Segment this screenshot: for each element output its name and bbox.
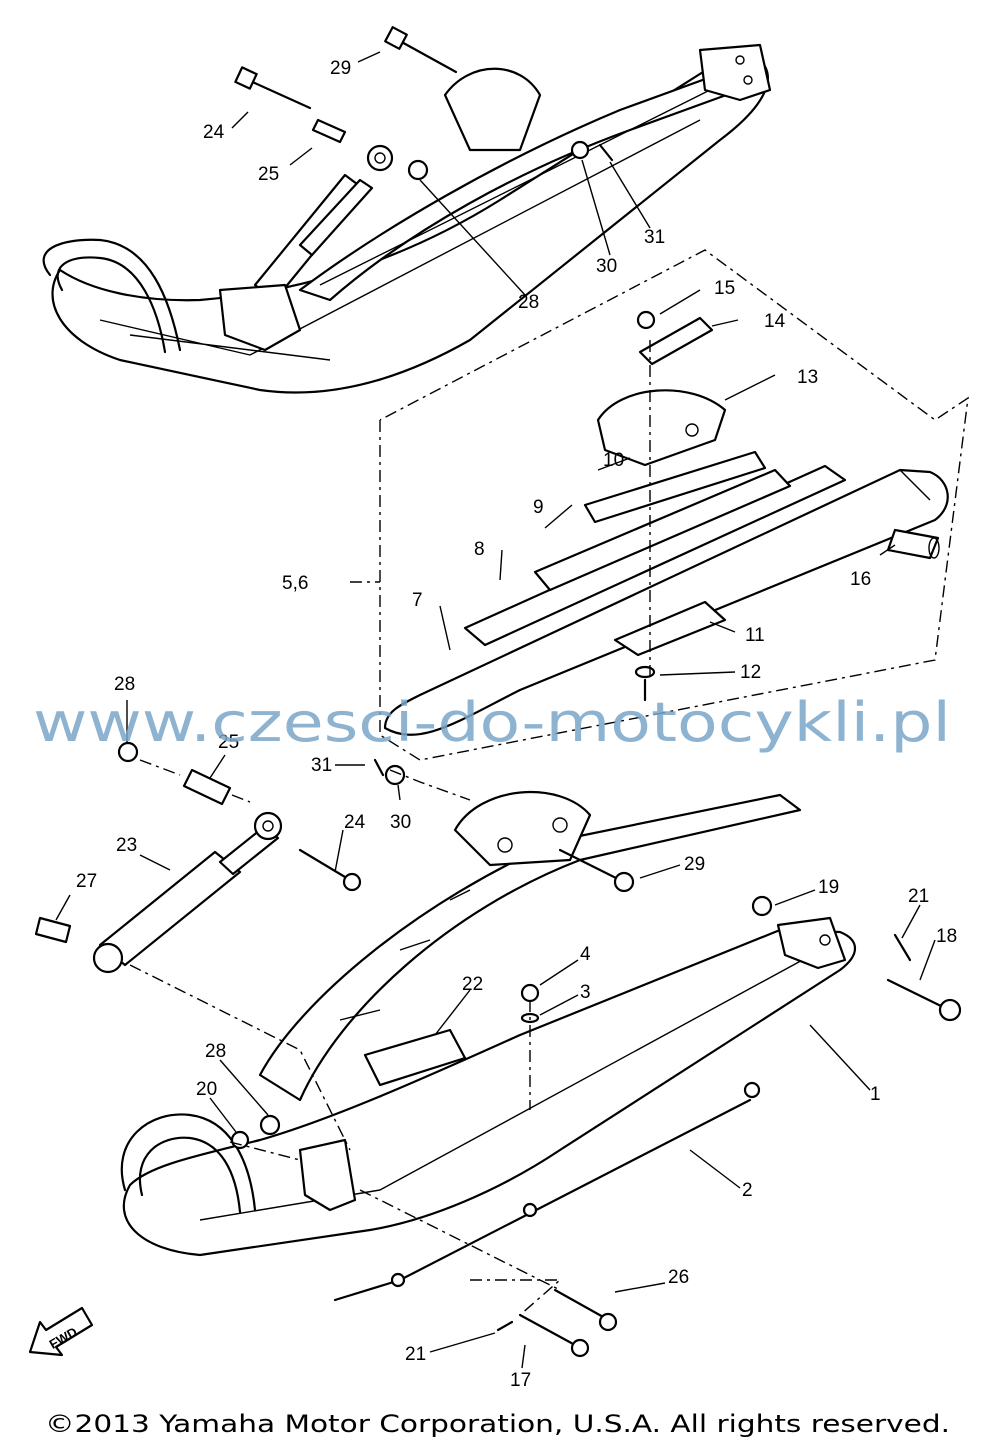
callout-13: 13 bbox=[797, 367, 818, 388]
leaf-spring-exploded bbox=[350, 249, 969, 761]
callout-12: 12 bbox=[740, 662, 761, 683]
callout-30: 30 bbox=[390, 812, 411, 833]
callout-20: 20 bbox=[196, 1079, 217, 1100]
callout-5-6: 5,6 bbox=[282, 573, 308, 594]
callout-24: 24 bbox=[203, 122, 225, 143]
callout-29: 29 bbox=[330, 58, 351, 79]
exploded-ski bbox=[34, 700, 962, 1369]
callout-9: 9 bbox=[533, 497, 544, 518]
callout-29: 29 bbox=[684, 854, 705, 875]
callout-28: 28 bbox=[114, 674, 135, 695]
callout-14: 14 bbox=[764, 311, 786, 332]
callout-16: 16 bbox=[850, 569, 871, 590]
callout-23: 23 bbox=[116, 835, 137, 856]
fwd-arrow-icon: FWD bbox=[28, 1306, 94, 1357]
callout-24: 24 bbox=[344, 812, 366, 833]
callout-1: 1 bbox=[870, 1084, 881, 1105]
callout-3: 3 bbox=[580, 982, 591, 1003]
callout-21: 21 bbox=[405, 1344, 426, 1365]
callout-18: 18 bbox=[936, 926, 957, 947]
callout-8: 8 bbox=[474, 539, 485, 560]
callout-31: 31 bbox=[644, 227, 665, 248]
callout-31: 31 bbox=[311, 755, 332, 776]
callout-21: 21 bbox=[908, 886, 929, 907]
callout-25: 25 bbox=[258, 164, 279, 185]
callout-19: 19 bbox=[818, 877, 839, 898]
callout-28: 28 bbox=[518, 292, 539, 313]
callout-26: 26 bbox=[668, 1267, 689, 1288]
callout-7: 7 bbox=[412, 590, 423, 611]
callout-30: 30 bbox=[596, 256, 617, 277]
copyright-notice: ©2013 Yamaha Motor Corporation, U.S.A. A… bbox=[45, 1410, 950, 1438]
callout-11: 11 bbox=[745, 625, 765, 646]
callout-10: 10 bbox=[603, 450, 624, 471]
callout-2: 2 bbox=[742, 1180, 753, 1201]
callout-22: 22 bbox=[462, 974, 483, 995]
callout-4: 4 bbox=[580, 944, 591, 965]
callout-15: 15 bbox=[714, 278, 735, 299]
callout-27: 27 bbox=[76, 871, 97, 892]
callout-17: 17 bbox=[510, 1370, 531, 1391]
callout-25: 25 bbox=[218, 732, 239, 753]
callout-labels: 29 24 25 28 30 31 15 14 13 10 9 8 7 5,6 … bbox=[76, 58, 957, 1391]
assembled-ski bbox=[42, 26, 772, 394]
callout-28: 28 bbox=[205, 1041, 226, 1062]
watermark-text: www.czesci-do-motocykli.pl bbox=[33, 691, 951, 754]
